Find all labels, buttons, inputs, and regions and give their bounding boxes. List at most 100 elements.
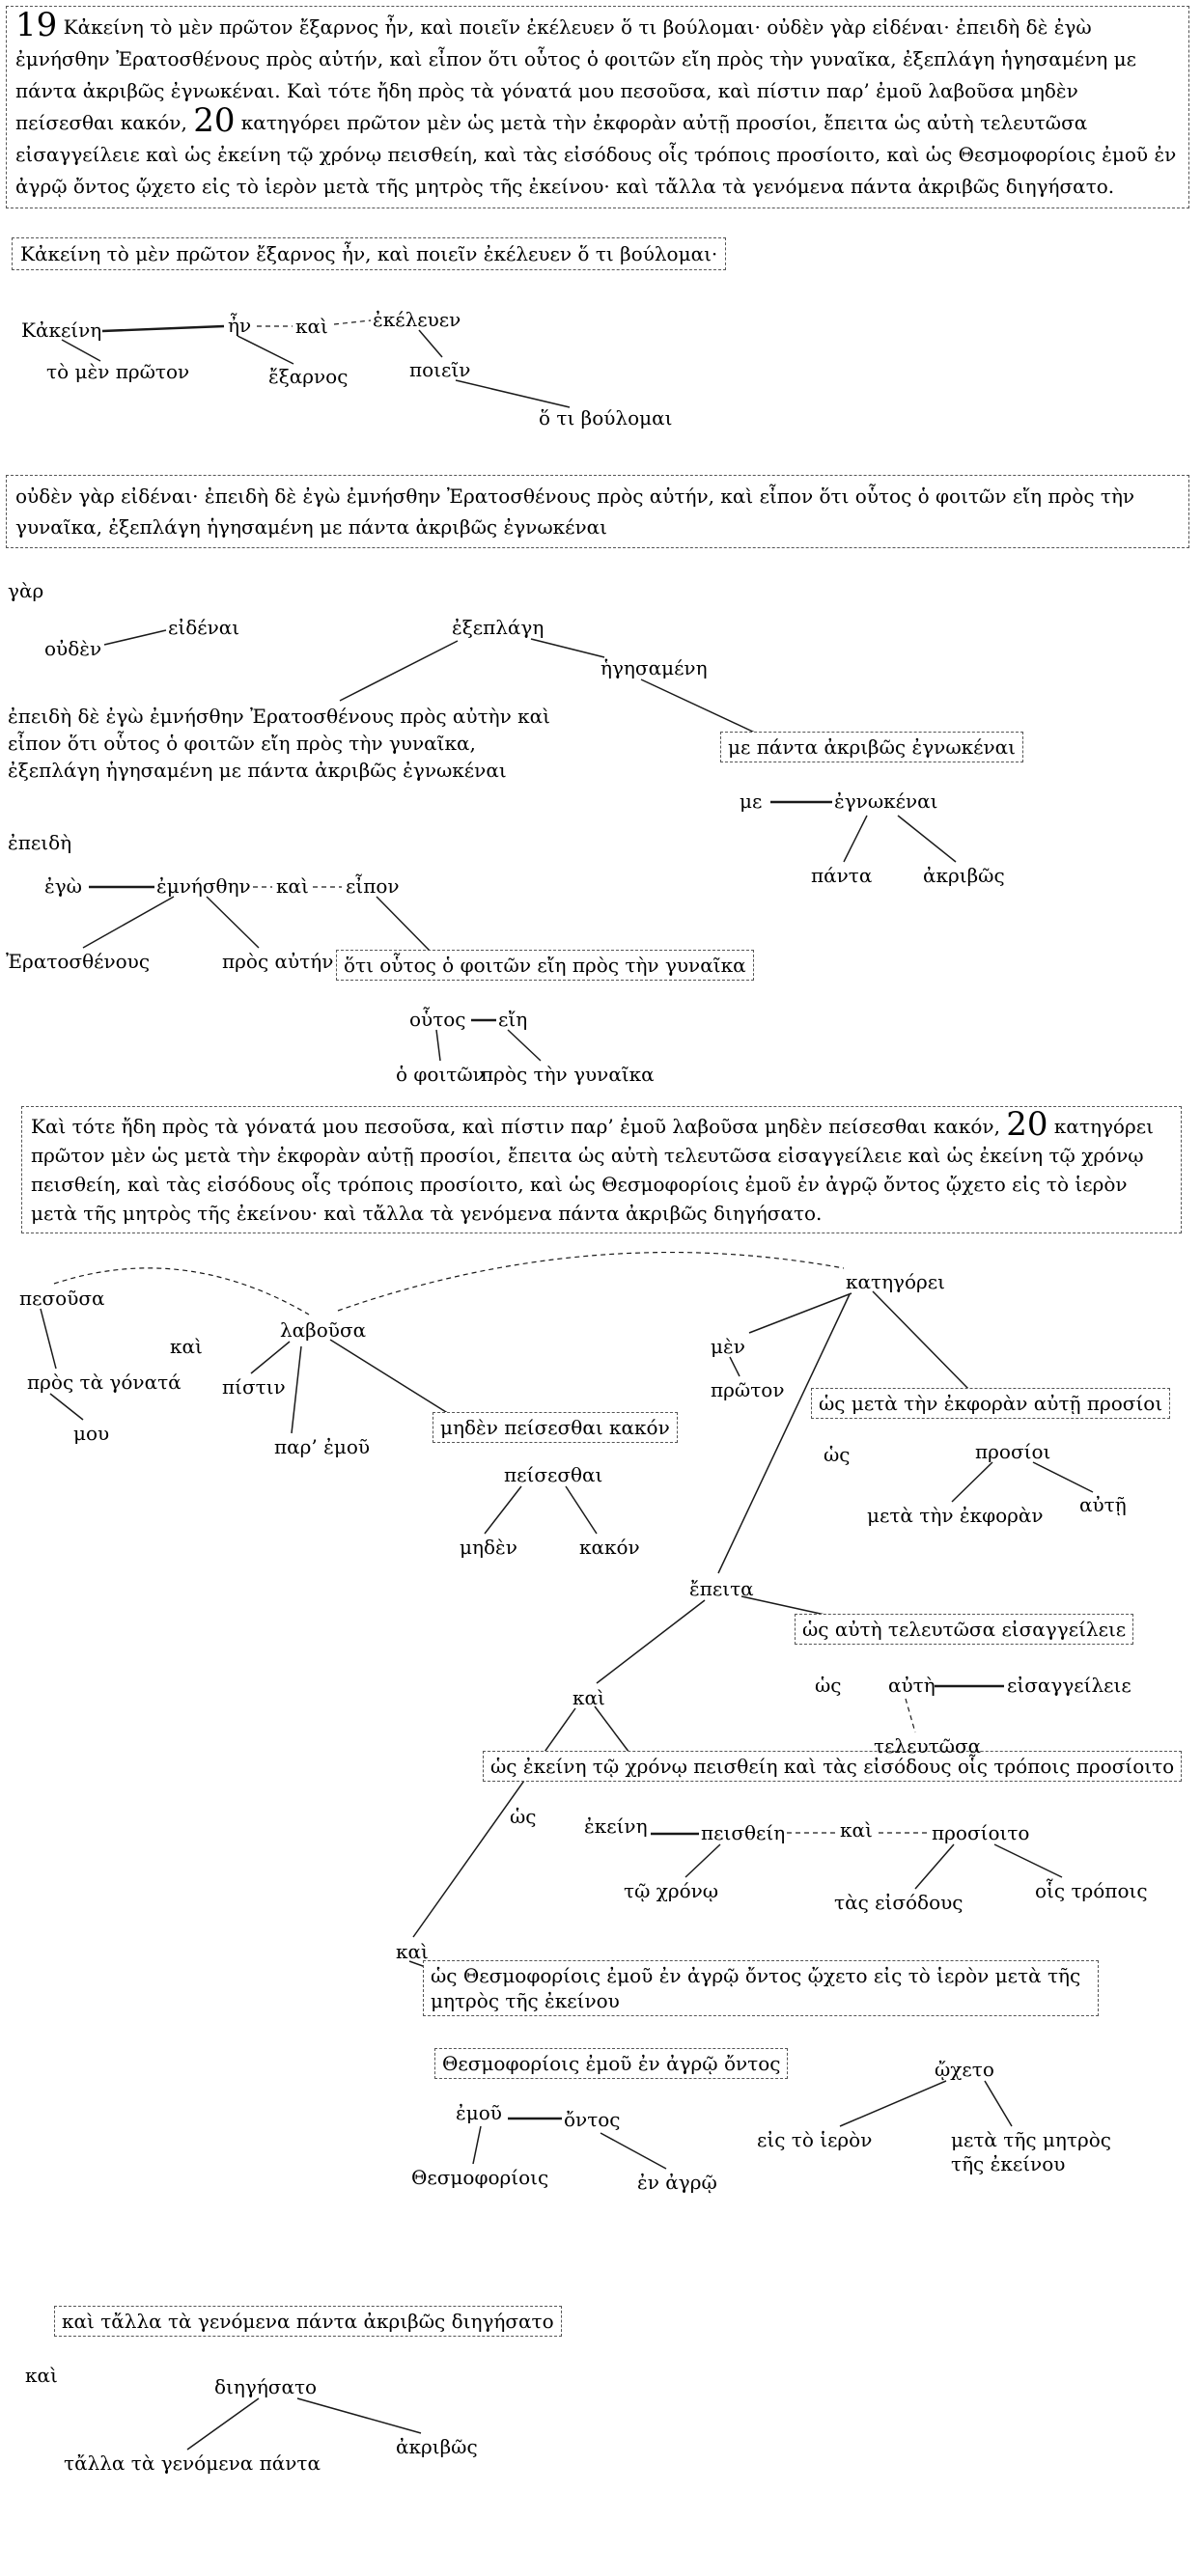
tree-edge xyxy=(530,638,605,658)
tree-node: ὅ τι βούλομαι xyxy=(539,406,673,429)
tree-edge xyxy=(839,2080,947,2127)
tree-edge xyxy=(600,2132,667,2170)
tree-node: πρὸς τὴν γυναῖκα xyxy=(481,1063,655,1086)
tree-node: Κἀκείνη xyxy=(21,319,102,342)
tree-node: αὐτῇ xyxy=(1079,1493,1127,1516)
tree-node: πρὸς αὐτήν xyxy=(222,950,334,973)
tree-node: τὸ μὲν πρῶτον xyxy=(46,360,190,383)
tree-edge xyxy=(333,319,372,325)
tree-node: μηδὲν xyxy=(460,1536,517,1559)
tree-edge xyxy=(565,1485,598,1535)
tree-node: ἐγὼ xyxy=(44,874,82,898)
tree-node: ὄντος xyxy=(564,2108,621,2131)
tree-node: ἀκριβῶς xyxy=(923,864,1005,887)
tree-edge xyxy=(339,640,459,702)
tree-node: κακόν xyxy=(579,1536,640,1559)
tree-node: με xyxy=(740,789,763,813)
tree-edge xyxy=(103,629,167,646)
passage-box-19-20: 19 Κἀκείνη τὸ μὲν πρῶτον ἔξαρνος ἦν, καὶ… xyxy=(6,6,1189,208)
passage-text-20b: κατηγόρει πρῶτον μὲν ὡς μετὰ τὴν ἐκφορὰν… xyxy=(31,1115,1154,1225)
tree-node: ἔξαρνος xyxy=(268,365,349,388)
tree-node: τὰς εἰσόδους xyxy=(834,1891,964,1914)
clause-box-genitive-absolute: Θεσμοφορίοις ἐμοῦ ἐν ἀγρῷ ὄντος xyxy=(434,2048,789,2079)
clause-box-hos-aute-teleutosa: ὡς αὐτὴ τελευτῶσα εἰσαγγείλειε xyxy=(795,1614,1134,1645)
tree-edge xyxy=(729,1356,740,1377)
tree-node: εἰσαγγείλειε xyxy=(1007,1674,1131,1697)
tree-node: προσίοιτο xyxy=(932,1821,1030,1844)
tree-node: εἴη xyxy=(498,1008,528,1031)
tree-edge xyxy=(412,1707,576,1938)
tree-node: Θεσμοφορίοις xyxy=(411,2166,549,2189)
tree-node: προσίοι xyxy=(975,1440,1051,1463)
tree-node: καὶ xyxy=(25,2364,58,2387)
passage-text-20a: Καὶ τότε ἤδη πρὸς τὰ γόνατά μου πεσοῦσα,… xyxy=(31,1115,1007,1138)
tree-node: μετὰ τὴν ἐκφορὰν xyxy=(867,1504,1044,1527)
tree-edge xyxy=(40,1308,57,1370)
tree-edge xyxy=(507,1029,542,1062)
tree-node: αὐτὴ xyxy=(888,1674,936,1697)
tree-edge xyxy=(596,1599,706,1684)
tree-edge xyxy=(594,1705,630,1754)
clause-box-kakeine: Κἀκείνη τὸ μὲν πρῶτον ἔξαρνος ἦν, καὶ πο… xyxy=(12,237,727,270)
tree-node: τἄλλα τὰ γενόμενα πάντα xyxy=(64,2451,321,2475)
tree-edge xyxy=(484,1485,522,1535)
tree-edge xyxy=(455,379,571,408)
tree-node: μου xyxy=(73,1422,110,1445)
passage-text-20: κατηγόρει πρῶτον μὲν ὡς μετὰ τὴν ἐκφορὰν… xyxy=(15,111,1177,198)
tree-node: ὡς xyxy=(510,1805,537,1828)
tree-node: ὡς xyxy=(815,1674,842,1697)
tree-edge xyxy=(984,2080,1013,2127)
tree-edge xyxy=(872,1290,970,1391)
tree-node: ἡγησαμένη xyxy=(600,656,708,679)
tree-node: τῷ χρόνῳ xyxy=(624,1879,719,1902)
tree-edge xyxy=(951,1461,993,1503)
tree-edge xyxy=(329,1339,455,1418)
arc-edge xyxy=(337,1251,845,1312)
tree-node: καὶ xyxy=(170,1335,203,1358)
repeat-paragraph-epeide: ἐπειδὴ δὲ ἐγὼ ἐμνήσθην Ἐρατοσθένους πρὸς… xyxy=(8,705,550,782)
tree-edge xyxy=(843,815,868,863)
tree-node: ἐγνωκέναι xyxy=(834,789,938,813)
arc-edge xyxy=(53,1267,310,1316)
tree-node: ἦν xyxy=(228,314,252,337)
tree-edge xyxy=(905,1698,916,1733)
clause-box-hos-ekeine-chrono: ὡς ἐκείνη τῷ χρόνῳ πεισθείη καὶ τὰς εἰσό… xyxy=(483,1751,1183,1782)
tree-node: διηγήσατο xyxy=(214,2375,318,2398)
tree-node: καὶ xyxy=(295,315,328,338)
tree-node: εἶπον xyxy=(346,874,400,898)
tree-node: Ἐρατοσθένους xyxy=(6,950,151,973)
tree-edge xyxy=(435,1029,441,1062)
tree-node: εἰδέναι xyxy=(168,616,240,639)
tree-node: πρὸς τὰ γόνατά xyxy=(27,1371,182,1394)
tree-edge xyxy=(640,679,758,734)
tree-node: πεσοῦσα xyxy=(19,1287,105,1310)
tree-edge xyxy=(61,339,101,362)
tree-node: μετὰ τῆς μητρὸς τῆς ἐκείνου xyxy=(951,2128,1111,2175)
clause-box-hoti-houtos: ὅτι οὗτος ὁ φοιτῶν εἴη πρὸς τὴν γυναῖκα xyxy=(336,950,754,981)
tree-node: ἐκέλευεν xyxy=(373,308,461,331)
tree-edge xyxy=(82,896,175,949)
tree-edge xyxy=(49,1393,84,1421)
tree-edge xyxy=(418,329,443,358)
tree-edge xyxy=(717,1293,851,1574)
tree-node: καὶ xyxy=(573,1686,605,1709)
tree-edge xyxy=(376,896,432,953)
tree-node: εἰς τὸ ἱερὸν xyxy=(757,2128,873,2151)
tree-node: κατηγόρει xyxy=(846,1270,946,1293)
tree-edge xyxy=(748,1292,852,1334)
tree-node: ἐμνήσθην xyxy=(156,874,251,898)
tree-node: ἐξεπλάγη xyxy=(452,616,545,639)
tree-node: ἐν ἀγρῷ xyxy=(637,2171,717,2194)
tree-node: οὗτος xyxy=(409,1008,466,1031)
tree-edge xyxy=(993,1843,1063,1878)
tree-edge xyxy=(914,1843,955,1890)
tree-edge xyxy=(1032,1461,1094,1493)
tree-node: οἷς τρόποις xyxy=(1035,1879,1148,1902)
tree-node: ᾤχετο xyxy=(935,2058,994,2081)
passage-text-19: Κἀκείνη τὸ μὲν πρῶτον ἔξαρνος ἦν, καὶ πο… xyxy=(15,15,1136,134)
passage-box-20: Καὶ τότε ἤδη πρὸς τὰ γόνατά μου πεσοῦσα,… xyxy=(21,1106,1182,1233)
tree-node: ἔπειτα xyxy=(689,1577,754,1600)
tree-node: τελευτῶσα xyxy=(874,1734,982,1758)
tree-node: μὲν xyxy=(711,1335,745,1358)
